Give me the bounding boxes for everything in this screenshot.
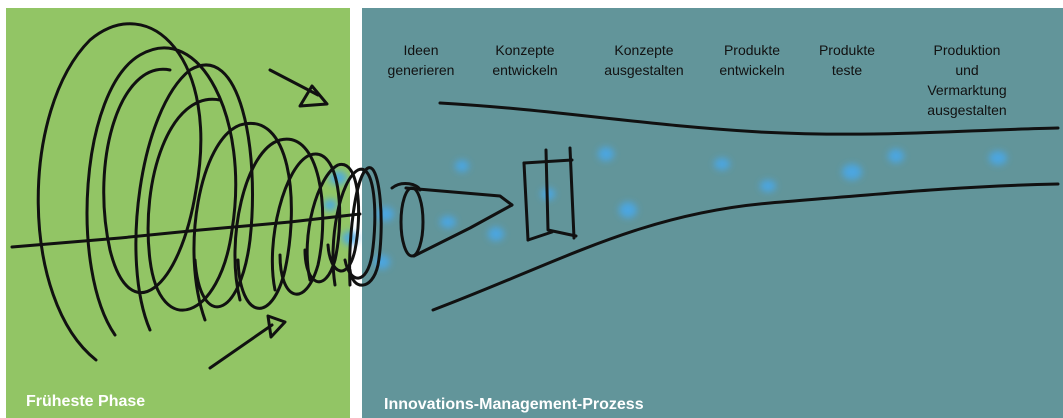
stage-label: Produktion und Vermarktung ausgestalten xyxy=(927,42,1007,118)
funnel-bottom-wall xyxy=(431,182,1060,312)
funnel-top-wall xyxy=(438,101,1060,136)
stage-label: Konzepte ausgestalten xyxy=(604,42,684,78)
innovation-process-label: Innovations-Management-Prozess xyxy=(384,396,644,413)
stage-label: Produkte entwickeln xyxy=(719,42,785,78)
axis-line xyxy=(10,212,362,249)
early-phase-label: Früheste Phase xyxy=(26,393,146,410)
innovation-process-panel xyxy=(362,8,1063,418)
spiral-sketch xyxy=(36,22,383,362)
arrowhead-icon xyxy=(208,314,287,370)
stage-label: Ideen generieren xyxy=(387,42,455,78)
funnel-sketch xyxy=(390,182,514,258)
gate-icon xyxy=(522,146,578,242)
arrowhead-icon xyxy=(268,68,329,108)
stage-label: Produkte teste xyxy=(818,42,876,78)
stage-label: Konzepte entwickeln xyxy=(492,42,558,78)
